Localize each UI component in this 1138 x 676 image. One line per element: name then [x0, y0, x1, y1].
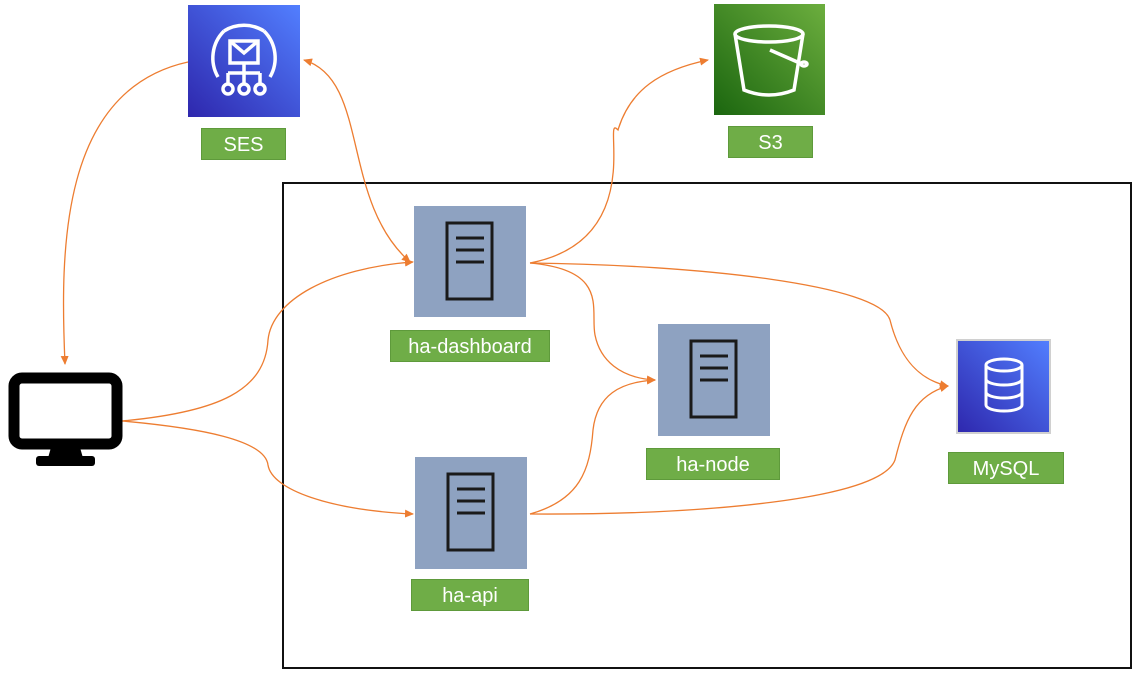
- vpc-boundary: [282, 182, 1132, 669]
- edge-ses-to-client: [60, 61, 189, 365]
- mysql-label: MySQL: [948, 452, 1064, 484]
- monitor-icon: [8, 372, 123, 466]
- ha-node-label: ha-node: [646, 448, 780, 480]
- edge-dashboard-to-mysql: [529, 262, 949, 389]
- edge-api-to-mysql: [529, 384, 949, 515]
- ha-node-node: [658, 324, 770, 436]
- edge-client-to-api: [121, 420, 414, 518]
- ses-node: [188, 5, 300, 117]
- ha-dashboard-node: [414, 206, 526, 317]
- database-icon: [956, 339, 1051, 434]
- s3-label: S3: [728, 126, 813, 158]
- client-node: [8, 372, 123, 470]
- ha-dashboard-label: ha-dashboard: [390, 330, 550, 362]
- mysql-node: [956, 339, 1051, 434]
- server-icon: [658, 324, 770, 436]
- server-icon: [414, 206, 526, 317]
- ses-label: SES: [201, 128, 286, 160]
- s3-node: [714, 4, 825, 115]
- ses-email-icon: [188, 5, 300, 117]
- server-icon: [415, 457, 527, 569]
- ha-api-label: ha-api: [411, 579, 529, 611]
- edge-dashboard-to-s3: [529, 57, 709, 264]
- s3-bucket-icon: [714, 4, 825, 115]
- edge-client-to-dashboard: [121, 258, 414, 422]
- ha-api-node: [415, 457, 527, 569]
- edge-api-to-node: [529, 376, 656, 515]
- edge-dashboard-to-node: [529, 262, 656, 384]
- edge-ses-dashboard: [303, 58, 411, 263]
